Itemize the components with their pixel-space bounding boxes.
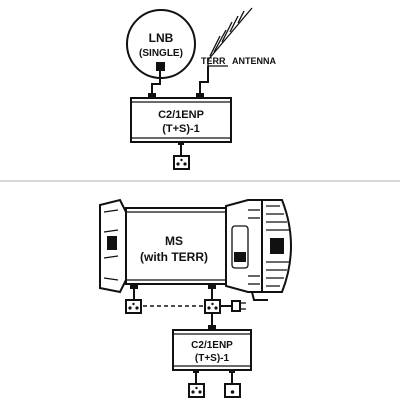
antenna-label: ANTENNA	[232, 56, 276, 66]
satellite-socket-icon	[173, 155, 190, 170]
top-panel: LNB (SINGLE) TERR ANTENNA C2/1ENP	[126, 7, 276, 170]
terrestrial-antenna-icon	[207, 7, 253, 67]
satellite-socket-icon	[204, 299, 221, 314]
bottom-c2-unit: C2/1ENP (T+S)-1	[172, 329, 252, 371]
multiswitch-sublabel: (with TERR)	[140, 250, 208, 264]
bottom-unit-label: C2/1ENP	[191, 340, 233, 351]
terr-label: TERR	[201, 56, 226, 66]
ms-output-right-port	[208, 284, 216, 289]
top-unit-output-port	[178, 142, 184, 145]
top-c2-unit: C2/1ENP (T+S)-1	[130, 97, 232, 143]
ms-output-left-port	[130, 284, 138, 289]
unit-terr-input	[196, 93, 204, 98]
multiswitch-label: MS	[165, 234, 183, 248]
unit-sat-input	[148, 93, 156, 98]
bottom-panel: MS (with TERR)	[99, 198, 292, 398]
antenna-socket-icon	[224, 383, 241, 398]
lnb: LNB (SINGLE)	[126, 9, 196, 79]
satellite-socket-icon	[188, 383, 205, 398]
top-unit-label: C2/1ENP	[158, 109, 204, 121]
satellite-socket-icon	[125, 299, 142, 314]
lnb-sublabel: (SINGLE)	[139, 48, 183, 59]
multiswitch: MS (with TERR)	[99, 198, 292, 301]
lnb-label: LNB	[149, 31, 174, 45]
bottom-unit-input	[208, 325, 216, 330]
top-unit-sublabel: (T+S)-1	[162, 123, 200, 135]
terrestrial-cable	[199, 66, 209, 96]
lnb-cable	[151, 71, 161, 96]
lnb-output-port	[156, 62, 165, 71]
power-plug-icon	[220, 300, 246, 312]
bottom-unit-sublabel: (T+S)-1	[195, 353, 230, 364]
bottom-unit-left-port	[193, 370, 199, 373]
bottom-unit-right-port	[229, 370, 235, 373]
